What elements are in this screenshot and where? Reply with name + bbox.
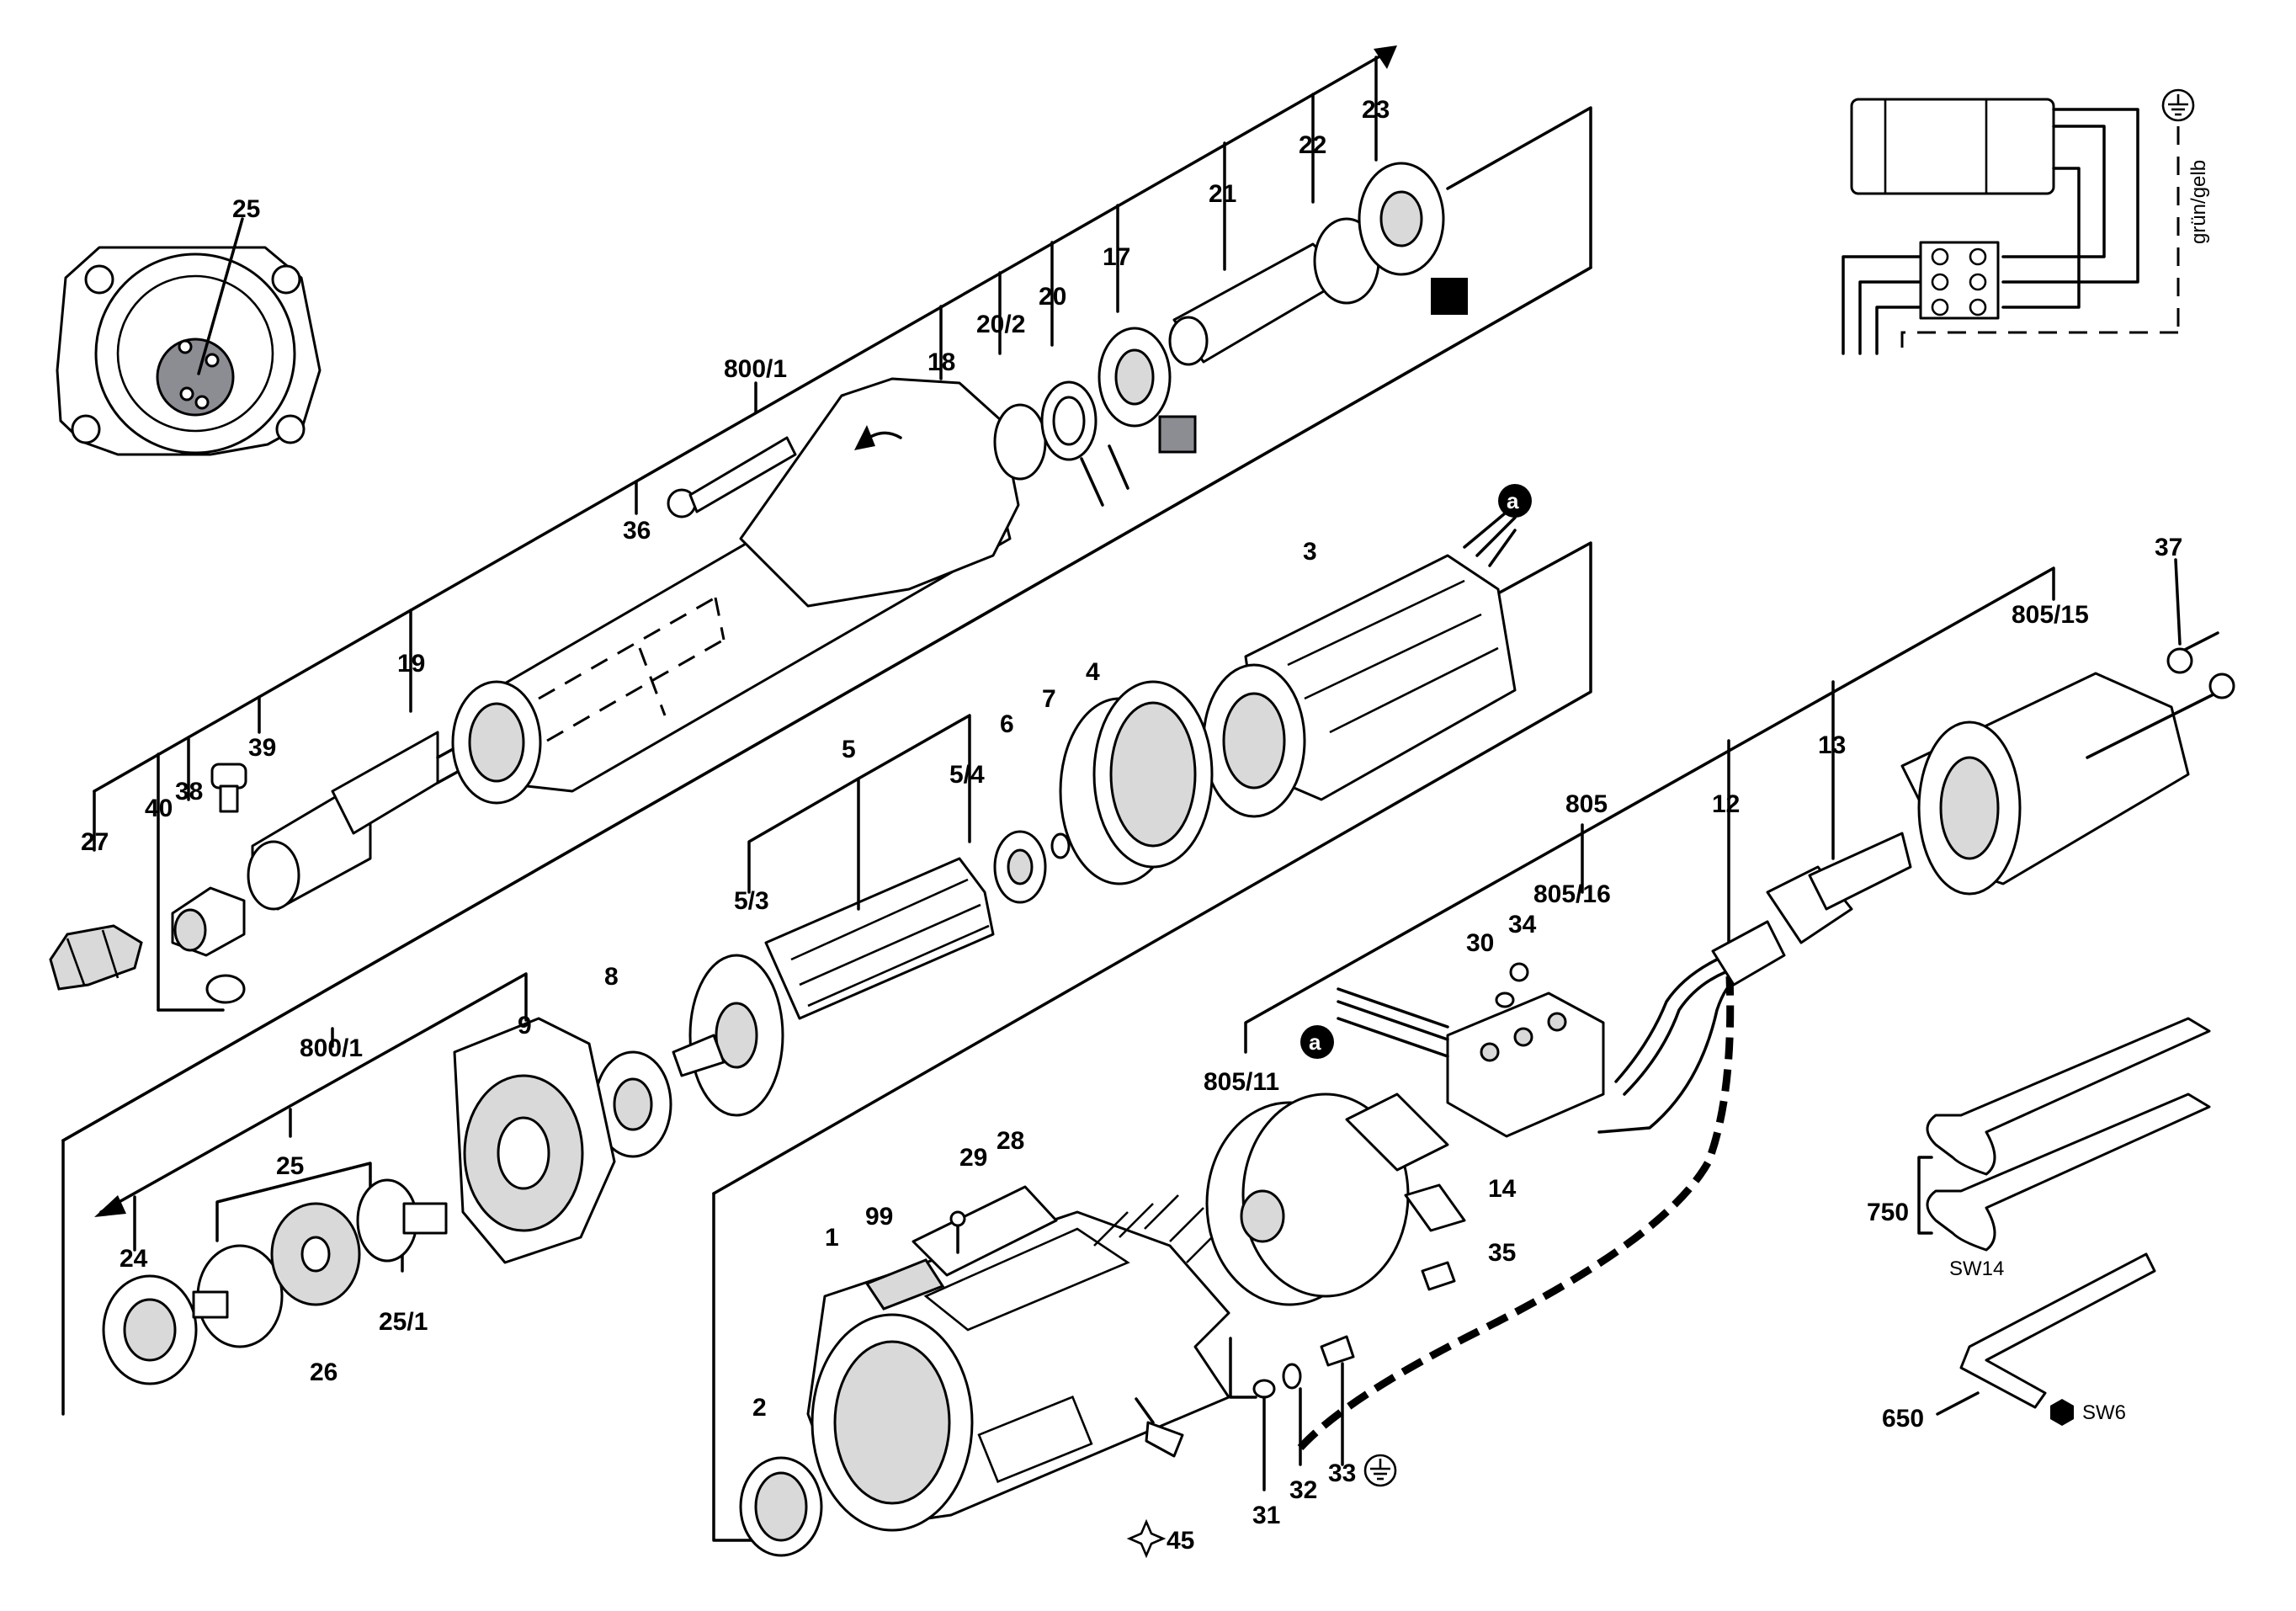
part-label-2: 2 bbox=[752, 1394, 767, 1422]
part-label-8: 8 bbox=[604, 963, 619, 991]
connector-marker-a: a bbox=[1309, 1029, 1321, 1055]
lower-gear-group bbox=[94, 972, 616, 1385]
star-icon bbox=[1126, 1518, 1167, 1559]
part-label-18: 18 bbox=[927, 348, 955, 376]
part-label-22: 22 bbox=[1299, 131, 1326, 159]
part-label-805-16: 805/16 bbox=[1533, 880, 1611, 908]
hexagon-icon bbox=[2050, 1399, 2074, 1426]
part-label-36: 36 bbox=[623, 517, 651, 545]
part-label-28: 28 bbox=[997, 1127, 1024, 1155]
part-label-34: 34 bbox=[1508, 911, 1537, 938]
service-tools bbox=[1917, 1017, 2211, 1426]
part-label-5-3: 5/3 bbox=[734, 887, 769, 915]
cable-and-switch-group: a bbox=[1205, 558, 2235, 1451]
part-label-33: 33 bbox=[1328, 1459, 1356, 1487]
connector-marker-a: a bbox=[1507, 488, 1519, 513]
earth-wire-label: grün/gelb bbox=[2187, 160, 2210, 244]
part-label-13: 13 bbox=[1818, 731, 1846, 759]
motor-group: a bbox=[61, 266, 1592, 1416]
part-label-805-11: 805/11 bbox=[1204, 1068, 1279, 1096]
part-label-25-1: 25/1 bbox=[379, 1308, 428, 1336]
part-label-37: 37 bbox=[2155, 534, 2182, 561]
part-label-750: 750 bbox=[1867, 1199, 1909, 1226]
part-label-24: 24 bbox=[120, 1245, 148, 1273]
motor-end-view bbox=[56, 217, 322, 456]
part-label-38: 38 bbox=[175, 778, 203, 806]
part-label-14: 14 bbox=[1488, 1175, 1517, 1203]
bearing-symbol-icon bbox=[1431, 278, 1468, 315]
part-label-650: 650 bbox=[1882, 1405, 1924, 1433]
part-label-5-4: 5/4 bbox=[949, 761, 985, 789]
part-label-1: 1 bbox=[825, 1224, 839, 1252]
part-label-20: 20 bbox=[1039, 283, 1066, 311]
part-label-45: 45 bbox=[1167, 1527, 1194, 1555]
hex-key-size-label: SW6 bbox=[2082, 1401, 2126, 1424]
part-label-800-1: 800/1 bbox=[724, 355, 787, 383]
wrench-size-label: SW14 bbox=[1949, 1257, 2004, 1280]
part-label-39: 39 bbox=[248, 734, 276, 762]
part-number-labels: 25 800/1 36 18 20/2 20 17 21 22 23 19 39… bbox=[81, 96, 2210, 1555]
part-label-99: 99 bbox=[865, 1203, 893, 1231]
part-label-5: 5 bbox=[842, 736, 856, 763]
part-label-35: 35 bbox=[1488, 1239, 1516, 1267]
housing-group bbox=[712, 1185, 1397, 1559]
part-label-805: 805 bbox=[1565, 790, 1608, 818]
part-label-40: 40 bbox=[145, 795, 173, 822]
part-label-19: 19 bbox=[397, 650, 425, 678]
part-label-32: 32 bbox=[1289, 1476, 1317, 1504]
part-label-26: 26 bbox=[310, 1358, 337, 1386]
part-label-29: 29 bbox=[959, 1144, 987, 1172]
part-label-9: 9 bbox=[518, 1012, 532, 1039]
part-label-6: 6 bbox=[1000, 710, 1014, 738]
part-label-21: 21 bbox=[1209, 180, 1236, 208]
ground-icon bbox=[2161, 88, 2195, 122]
part-label-805-15: 805/15 bbox=[2012, 601, 2089, 629]
part-label-31: 31 bbox=[1252, 1502, 1280, 1529]
part-label-12: 12 bbox=[1712, 790, 1740, 818]
part-label-7: 7 bbox=[1042, 685, 1056, 713]
part-label-23: 23 bbox=[1362, 96, 1390, 124]
part-label-17: 17 bbox=[1103, 243, 1130, 271]
part-label-800-1-lower: 800/1 bbox=[300, 1034, 363, 1062]
ground-icon bbox=[1363, 1454, 1397, 1487]
part-label-20-2: 20/2 bbox=[976, 311, 1025, 338]
part-label-25: 25 bbox=[232, 195, 260, 223]
bearing-symbol-icon bbox=[1158, 415, 1197, 454]
wiring-schematic bbox=[1842, 88, 2195, 355]
part-label-25-lower: 25 bbox=[276, 1152, 304, 1180]
part-label-4: 4 bbox=[1086, 658, 1100, 686]
part-label-27: 27 bbox=[81, 828, 109, 856]
part-label-30: 30 bbox=[1466, 929, 1494, 957]
part-label-3: 3 bbox=[1303, 538, 1317, 566]
